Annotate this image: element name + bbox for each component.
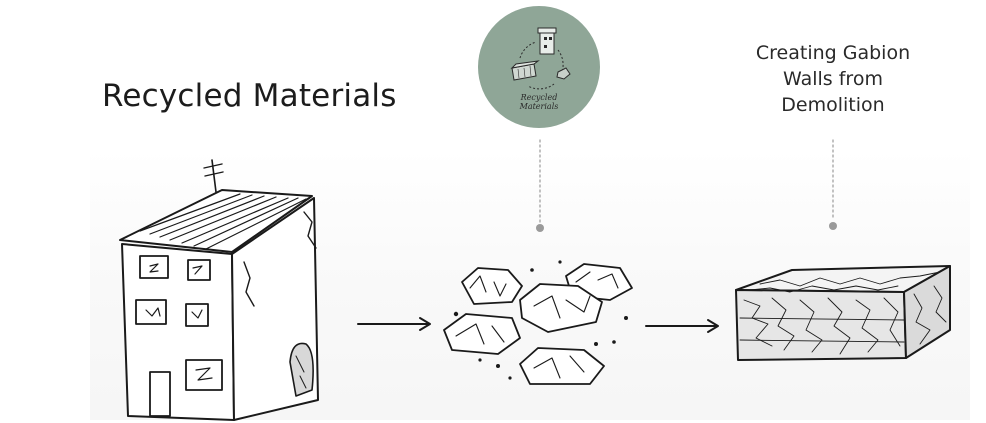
arrow-right-icon: [358, 318, 430, 330]
gabion-wall-sketch: [736, 266, 950, 360]
building-sketch: [120, 160, 318, 420]
arrow-right-icon-2: [646, 320, 718, 332]
dotted-connector-rubble: [536, 140, 544, 232]
rubble-sketch: [444, 260, 632, 384]
dotted-connector-gabion: [829, 140, 837, 230]
